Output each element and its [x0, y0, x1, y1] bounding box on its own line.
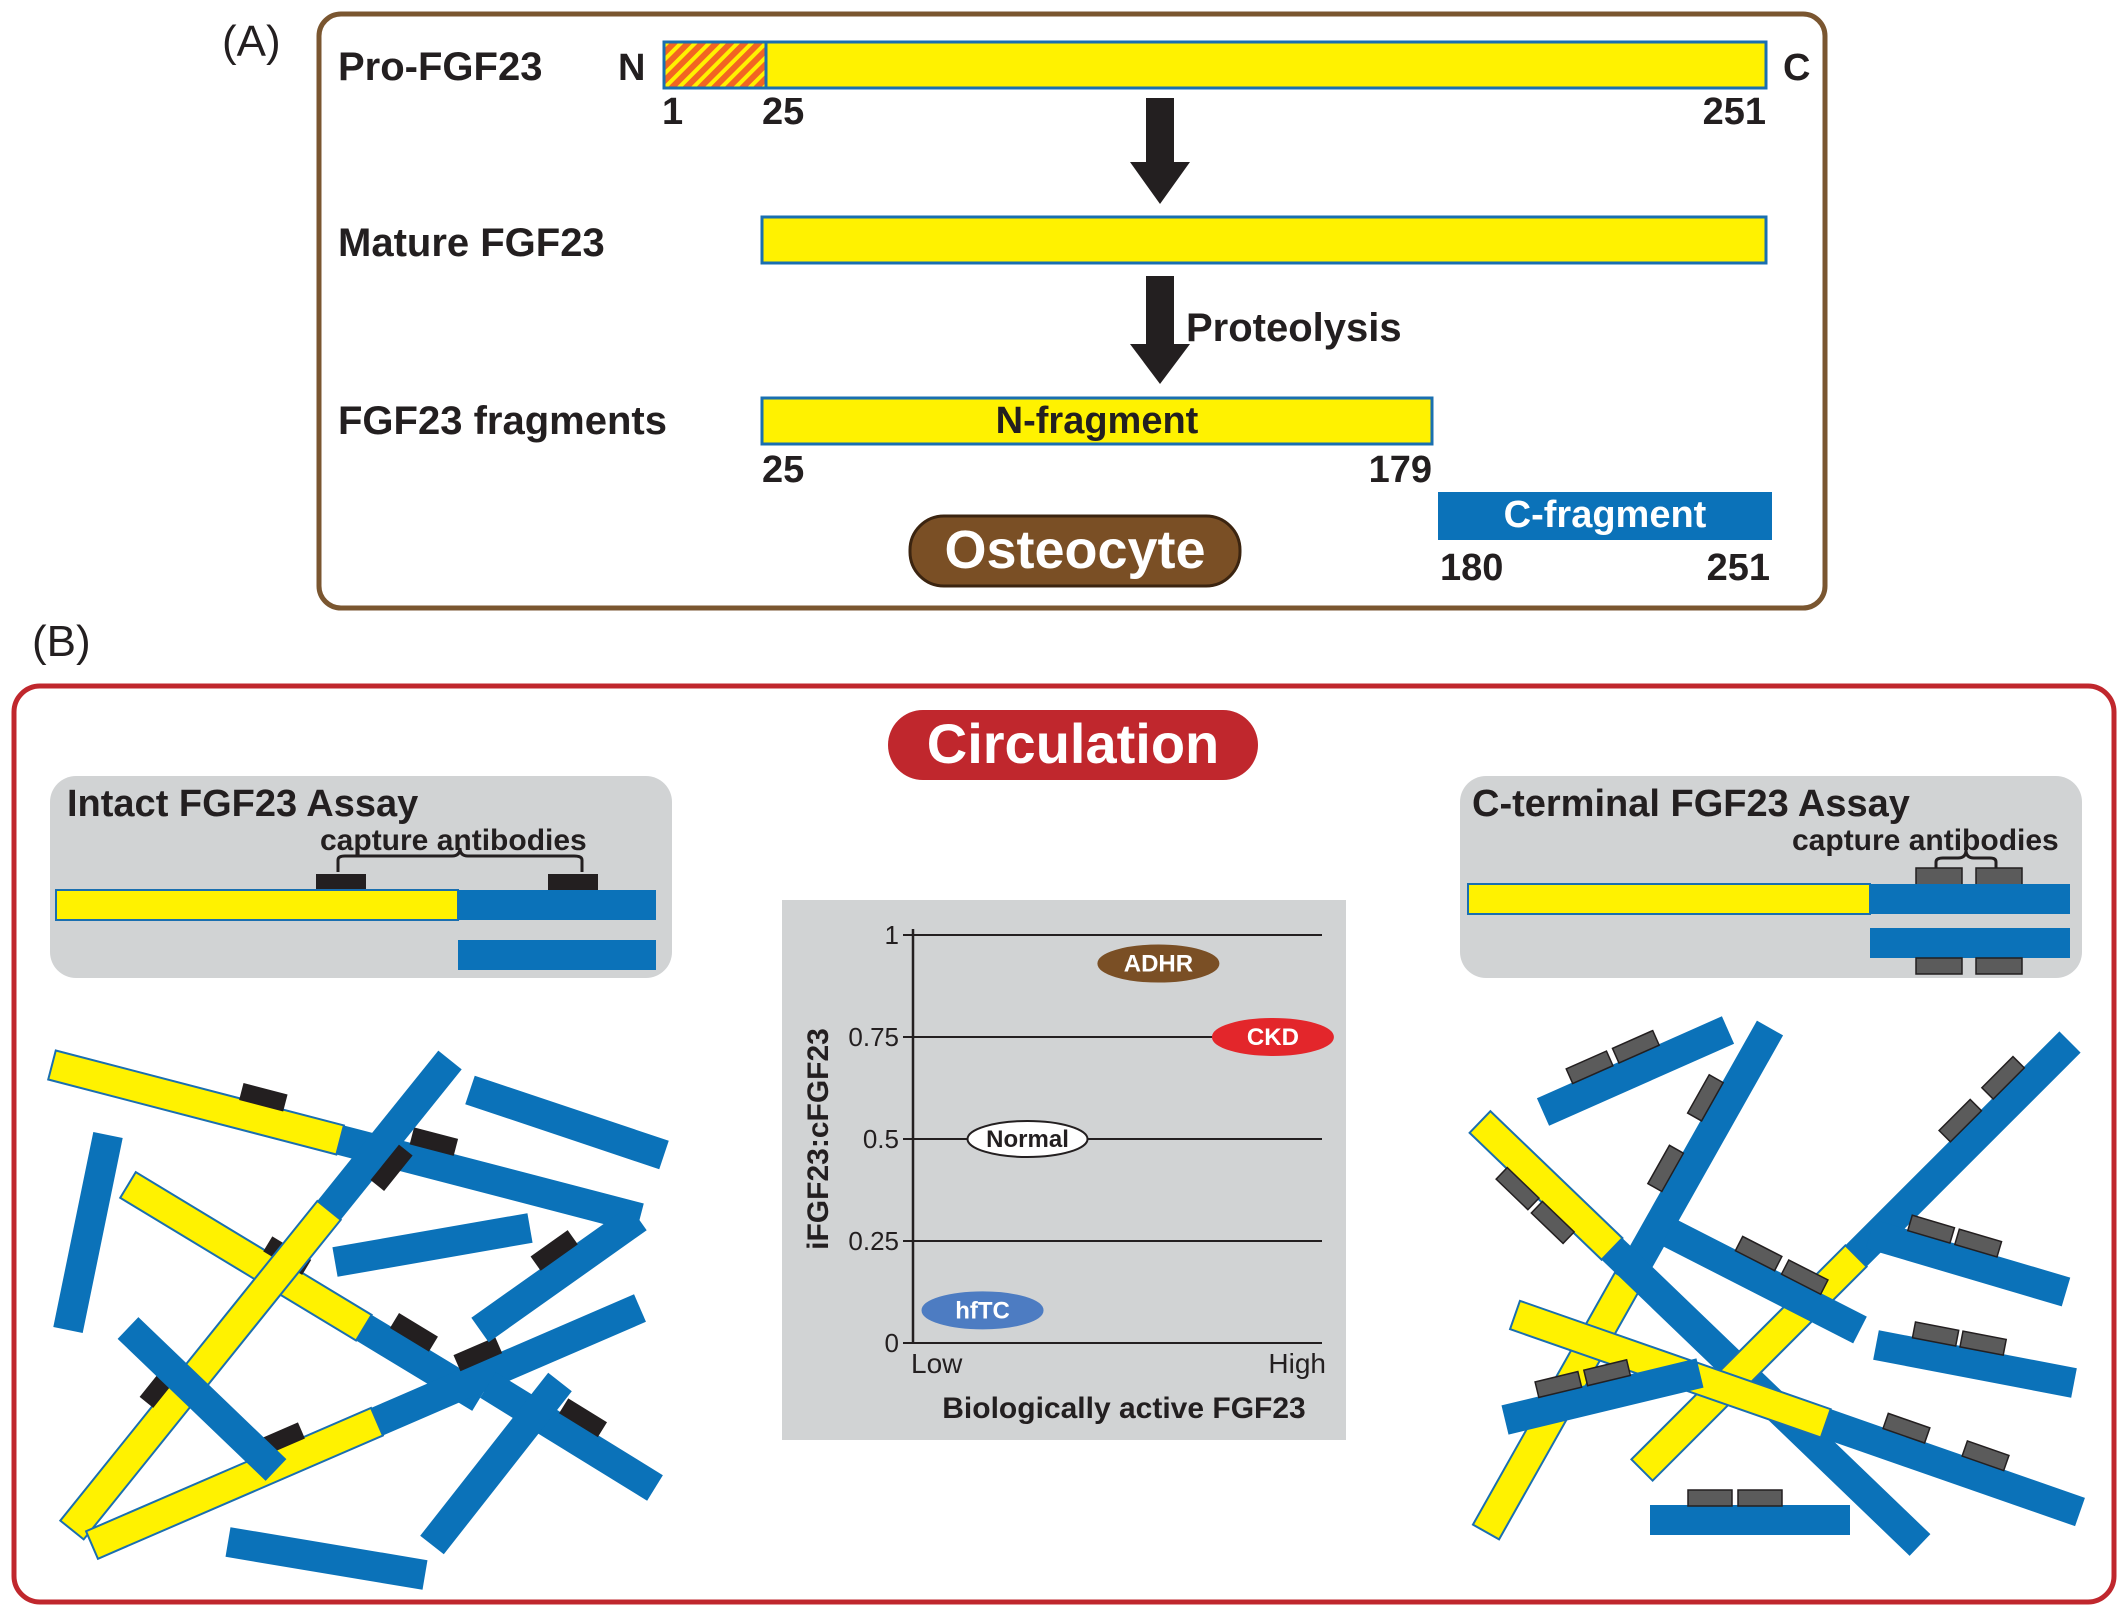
- cterm-capture-label: capture antibodies: [1792, 824, 2059, 857]
- x-tick-label-high: High: [1268, 1348, 1326, 1379]
- pro-end-number: 251: [1703, 91, 1766, 133]
- point-adhr: [1097, 944, 1220, 983]
- intact-assay-yellow-bar: [55, 889, 459, 921]
- pro-start-number: 1: [662, 91, 683, 133]
- mature-fgf23-bar: [760, 215, 1768, 265]
- processing-arrow: [1130, 98, 1190, 204]
- signal-end-number: 25: [762, 91, 804, 133]
- cterm-antibody-4: [1975, 957, 2023, 975]
- y-tick-label: 0: [885, 1328, 899, 1358]
- c-fragment-l7: [420, 1372, 572, 1555]
- c-fragment-end: 251: [1707, 547, 1770, 589]
- n-fragment-start: 25: [762, 449, 804, 491]
- point-hftc: [921, 1291, 1044, 1330]
- y-axis-title: iFGF23:cFGF23: [802, 1028, 835, 1250]
- intact-molecule-1: [47, 1049, 644, 1233]
- c-fragment-r2: [1661, 1218, 1867, 1344]
- x-axis-title: Biologically active FGF23: [942, 1392, 1305, 1425]
- c-fragment-l5: [471, 1205, 647, 1343]
- n-fragment-end: 179: [1369, 449, 1432, 491]
- intact-molecule-3: [58, 1050, 462, 1541]
- x-tick-label-low: Low: [911, 1348, 963, 1379]
- intact-assay-blue-bar: [458, 890, 656, 920]
- y-tick-label: 0.75: [848, 1022, 899, 1052]
- c-terminus-label: C: [1783, 47, 1810, 89]
- c-fragment-l8: [225, 1527, 428, 1590]
- point-label-adhr: ADHR: [1124, 951, 1193, 978]
- cterm-assay-box: [1460, 776, 2082, 978]
- proteolysis-arrow: [1130, 276, 1190, 384]
- intact-capture-brace: [336, 847, 584, 872]
- c-fragment-r6: [1650, 1489, 1850, 1535]
- cterm-assay-blue-bar: [1870, 884, 2070, 914]
- pro-fgf23-bar: [764, 40, 1768, 90]
- ratio-chart-background: [782, 900, 1346, 1440]
- circulation-label: Circulation: [927, 712, 1219, 775]
- intact-antibody-c: [548, 874, 598, 892]
- point-ckd: [1211, 1018, 1334, 1056]
- mature-fgf23-label: Mature FGF23: [338, 221, 605, 265]
- n-fragment-bar: [760, 396, 1434, 446]
- cterm-assay-c-fragment: [1870, 928, 2070, 958]
- n-terminus-label: N: [618, 47, 645, 89]
- cterm-antibody-3: [1915, 957, 1963, 975]
- osteocyte-frame: [316, 11, 1828, 611]
- point-label-ckd: CKD: [1247, 1024, 1299, 1051]
- c-fragment-l4: [117, 1317, 287, 1481]
- point-label-normal: Normal: [986, 1126, 1069, 1153]
- intact-assay-c-fragment: [458, 940, 656, 970]
- panel-b-label: (B): [32, 617, 91, 666]
- point-normal: [966, 1120, 1089, 1158]
- cterm-assay-title: C-terminal FGF23 Assay: [1472, 783, 1910, 825]
- c-fragment-r5: [1501, 1358, 1704, 1435]
- c-fragment-label: C-fragment: [1504, 494, 1707, 536]
- c-fragment-r4: [1873, 1321, 2077, 1398]
- n-fragment-label: N-fragment: [996, 400, 1199, 442]
- y-tick-label: 0.5: [863, 1124, 899, 1154]
- intact-molecule-cluster: [47, 1049, 669, 1590]
- cterm-antibody-2: [1975, 867, 2023, 887]
- point-label-hftc: hfTC: [955, 1297, 1010, 1324]
- y-tick-label: 1: [885, 920, 899, 950]
- cterm-capture-brace: [1934, 849, 1998, 872]
- y-tick-label: 0.25: [848, 1226, 899, 1256]
- intact-assay-title: Intact FGF23 Assay: [67, 783, 418, 825]
- osteocyte-badge: [908, 514, 1242, 588]
- c-fragment-r3: [1865, 1214, 2071, 1307]
- panel-a-label: (A): [222, 17, 281, 66]
- proteolysis-label: Proteolysis: [1186, 306, 1402, 350]
- cterm-molecule-cluster: [1468, 1016, 2085, 1556]
- signal-peptide: [662, 40, 768, 90]
- intact-antibody-n: [316, 874, 366, 892]
- c-fragment-bar: [1438, 492, 1772, 540]
- fragments-label: FGF23 fragments: [338, 399, 667, 443]
- c-fragment-l3: [53, 1131, 123, 1334]
- c-fragment-start: 180: [1440, 547, 1503, 589]
- osteocyte-label: Osteocyte: [944, 520, 1205, 580]
- cterm-assay-yellow-bar: [1467, 883, 1871, 915]
- cterm-antibody-1: [1915, 867, 1963, 887]
- c-fragment-r1: [1536, 1016, 1735, 1126]
- pro-fgf23-label: Pro-FGF23: [338, 45, 542, 89]
- c-fragment-l1: [465, 1075, 669, 1170]
- c-fragment-l2: [332, 1213, 533, 1277]
- intact-capture-label: capture antibodies: [320, 824, 587, 857]
- circulation-badge: [888, 710, 1258, 780]
